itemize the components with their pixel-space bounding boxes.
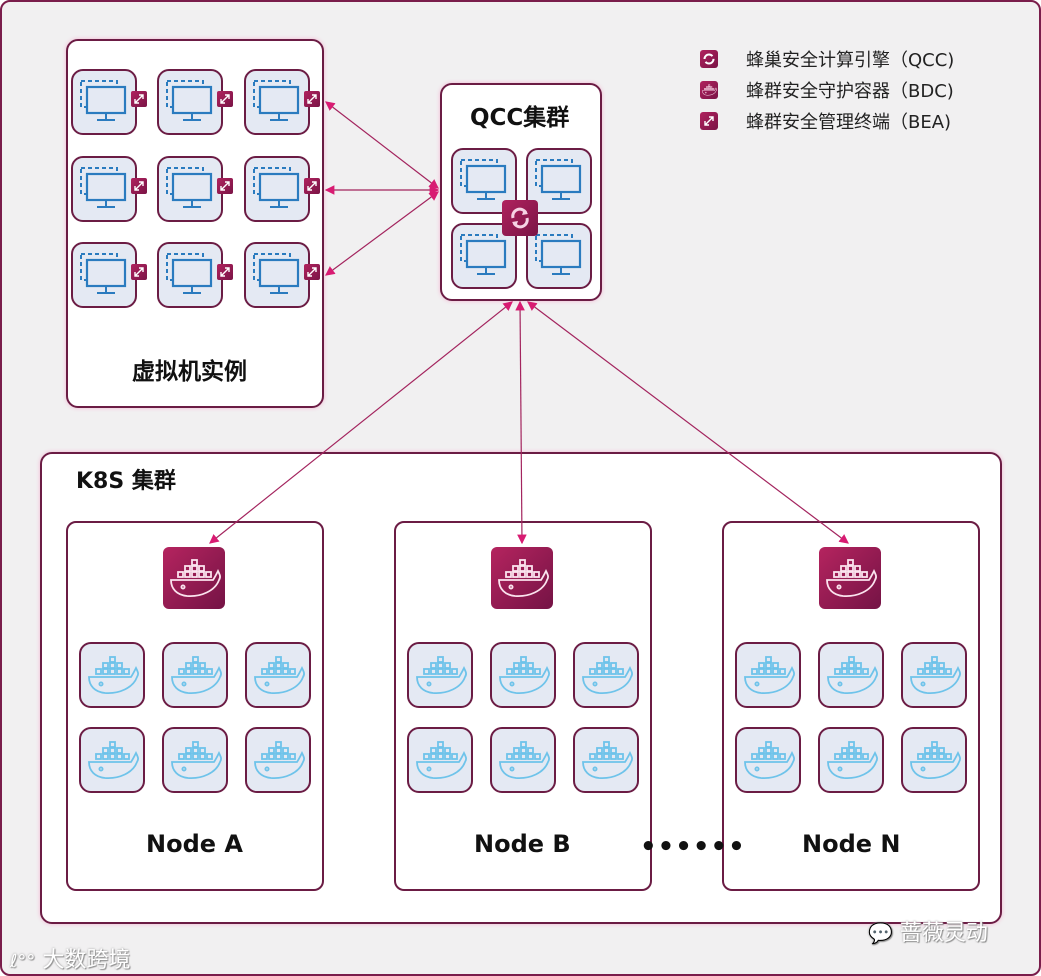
container-tile	[490, 727, 556, 793]
k8s-cluster-title: K8S 集群	[76, 469, 176, 494]
vm-instance-tile	[157, 69, 223, 135]
bea-expand-icon	[217, 178, 233, 194]
container-tile	[79, 727, 145, 793]
node-label: Node B	[474, 830, 571, 858]
container-tile	[573, 727, 639, 793]
legend-label: 蜂群安全守护容器（BDC)	[746, 81, 954, 102]
container-tile	[818, 642, 884, 708]
docker-container-icon	[254, 656, 305, 694]
container-tile	[162, 727, 228, 793]
bea-expand-icon	[131, 264, 147, 280]
container-tile	[490, 642, 556, 708]
node-label: Node A	[146, 830, 243, 858]
monitor-icon	[80, 253, 127, 294]
docker-icon	[700, 81, 718, 99]
bea-expand-icon	[131, 91, 147, 107]
bdc-docker-icon	[163, 547, 225, 609]
docker-container-icon	[88, 741, 139, 779]
bea-expand-icon	[217, 264, 233, 280]
vm-panel-title: 虚拟机实例	[132, 359, 247, 385]
bea-expand-icon	[217, 91, 233, 107]
bea-expand-icon	[304, 91, 320, 107]
nodes-ellipsis: ••••••	[640, 832, 746, 862]
vm-instance-tile	[244, 69, 310, 135]
bdc-docker-icon	[491, 547, 553, 609]
monitor-icon	[535, 234, 582, 275]
vm-instance-tile	[157, 242, 223, 308]
docker-container-icon	[416, 656, 467, 694]
docker-container-icon	[171, 741, 222, 779]
watermark-right: 💬 蔷薇灵动	[868, 921, 988, 946]
vm-instance-tile	[157, 156, 223, 222]
monitor-icon	[80, 80, 127, 121]
docker-container-icon	[827, 741, 878, 779]
legend-label: 蜂巢安全计算引擎（QCC)	[746, 50, 955, 71]
monitor-icon	[253, 253, 300, 294]
docker-container-icon	[910, 741, 961, 779]
vm-instance-tile	[71, 69, 137, 135]
docker-container-icon	[499, 656, 550, 694]
container-tile	[79, 642, 145, 708]
qcc-cluster-title: QCC集群	[470, 105, 570, 131]
bea-expand-icon	[131, 178, 147, 194]
node-label: Node N	[802, 830, 901, 858]
docker-container-icon	[827, 656, 878, 694]
watermark-logo-icon: ℓ°°	[10, 951, 36, 972]
container-tile	[901, 642, 967, 708]
docker-container-icon	[582, 656, 633, 694]
container-tile	[735, 642, 801, 708]
docker-container-icon	[416, 741, 467, 779]
qcc-sync-icon	[502, 200, 538, 236]
expand-icon	[700, 112, 718, 130]
container-tile	[901, 727, 967, 793]
container-tile	[407, 727, 473, 793]
monitor-icon	[166, 253, 213, 294]
docker-container-icon	[499, 741, 550, 779]
bea-expand-icon	[304, 178, 320, 194]
container-tile	[162, 642, 228, 708]
monitor-icon	[80, 167, 127, 208]
container-tile	[735, 727, 801, 793]
monitor-icon	[253, 167, 300, 208]
legend-item: 蜂群安全守护容器（BDC)	[700, 79, 954, 102]
bea-expand-icon	[304, 264, 320, 280]
container-tile	[573, 642, 639, 708]
legend-item: 蜂巢安全计算引擎（QCC)	[700, 48, 955, 71]
vm-instance-tile	[244, 156, 310, 222]
wechat-icon: 💬	[868, 921, 893, 945]
docker-container-icon	[910, 656, 961, 694]
qcc-instance-tile	[526, 223, 592, 289]
vm-instance-tile	[71, 242, 137, 308]
container-tile	[245, 642, 311, 708]
docker-container-icon	[254, 741, 305, 779]
legend-label: 蜂群安全管理终端（BEA)	[746, 112, 952, 133]
container-tile	[818, 727, 884, 793]
monitor-icon	[166, 80, 213, 121]
container-tile	[407, 642, 473, 708]
monitor-icon	[460, 159, 507, 200]
sync-icon	[700, 50, 718, 68]
legend-item: 蜂群安全管理终端（BEA)	[700, 110, 952, 133]
watermark-left: ℓ°° 大数跨境	[10, 948, 131, 973]
monitor-icon	[253, 80, 300, 121]
container-tile	[245, 727, 311, 793]
docker-container-icon	[744, 656, 795, 694]
vm-instance-tile	[71, 156, 137, 222]
monitor-icon	[460, 234, 507, 275]
monitor-icon	[166, 167, 213, 208]
docker-container-icon	[582, 741, 633, 779]
monitor-icon	[535, 159, 582, 200]
bdc-docker-icon	[819, 547, 881, 609]
docker-container-icon	[171, 656, 222, 694]
docker-container-icon	[88, 656, 139, 694]
docker-container-icon	[744, 741, 795, 779]
vm-instance-tile	[244, 242, 310, 308]
